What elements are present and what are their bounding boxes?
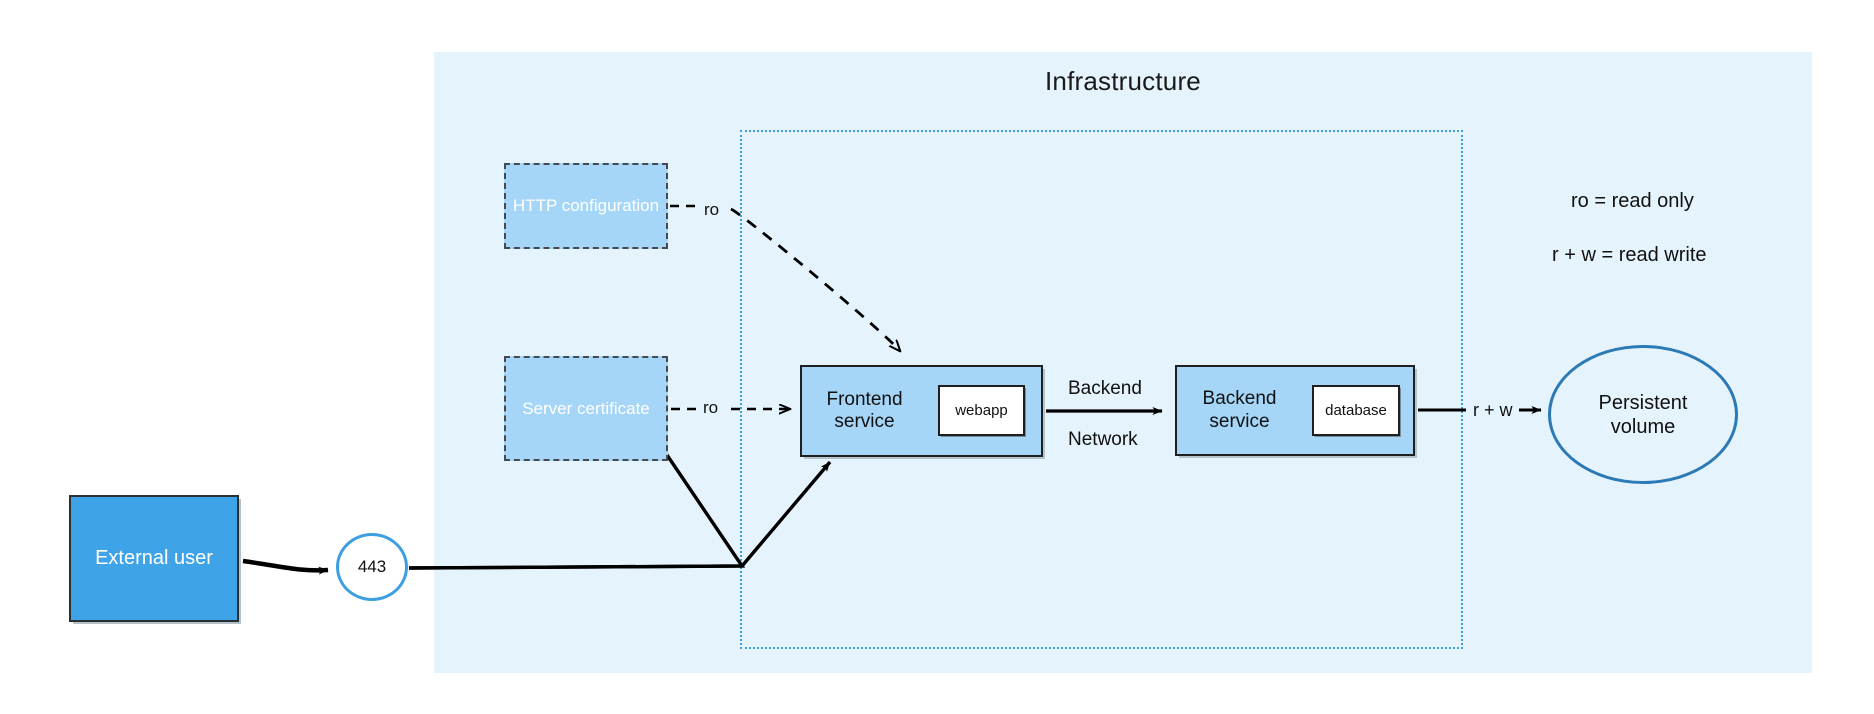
node-frontend-service[interactable]: Frontend service xyxy=(800,365,1043,457)
edge-label-network: Network xyxy=(1068,429,1138,450)
node-port-443-label: 443 xyxy=(357,557,387,576)
node-external-user-label: External user xyxy=(95,547,213,569)
container-database-label: database xyxy=(1325,402,1387,419)
node-port-443[interactable]: 443 xyxy=(336,533,408,601)
node-http-configuration[interactable]: HTTP configuration xyxy=(504,163,668,249)
container-webapp[interactable]: webapp xyxy=(938,385,1025,436)
node-external-user[interactable]: External user xyxy=(69,495,239,622)
edge-label-ro-http-config: ro xyxy=(704,200,720,219)
container-database[interactable]: database xyxy=(1312,385,1400,436)
legend-read-write: r + w = read write xyxy=(1552,244,1707,266)
infrastructure-title: Infrastructure xyxy=(1045,66,1201,96)
node-server-certificate[interactable]: Server certificate xyxy=(504,356,668,461)
node-server-certificate-label: Server certificate xyxy=(522,398,650,418)
container-webapp-label: webapp xyxy=(955,402,1008,419)
edge-label-read-write: r + w xyxy=(1473,400,1513,420)
edge-label-ro-server-cert: ro xyxy=(703,398,719,417)
node-backend-service-label: Backend service xyxy=(1202,388,1277,432)
node-persistent-volume[interactable]: Persistent volume xyxy=(1548,345,1738,484)
node-frontend-service-label: Frontend service xyxy=(826,388,903,432)
node-http-configuration-label: HTTP configuration xyxy=(512,196,660,215)
edge-external-user-to-port xyxy=(242,558,329,575)
legend-read-only: ro = read only xyxy=(1571,190,1694,212)
edge-label-backend: Backend xyxy=(1068,378,1142,399)
backend-network-boundary xyxy=(740,130,1463,649)
node-persistent-volume-label: Persistent volume xyxy=(1598,391,1688,438)
